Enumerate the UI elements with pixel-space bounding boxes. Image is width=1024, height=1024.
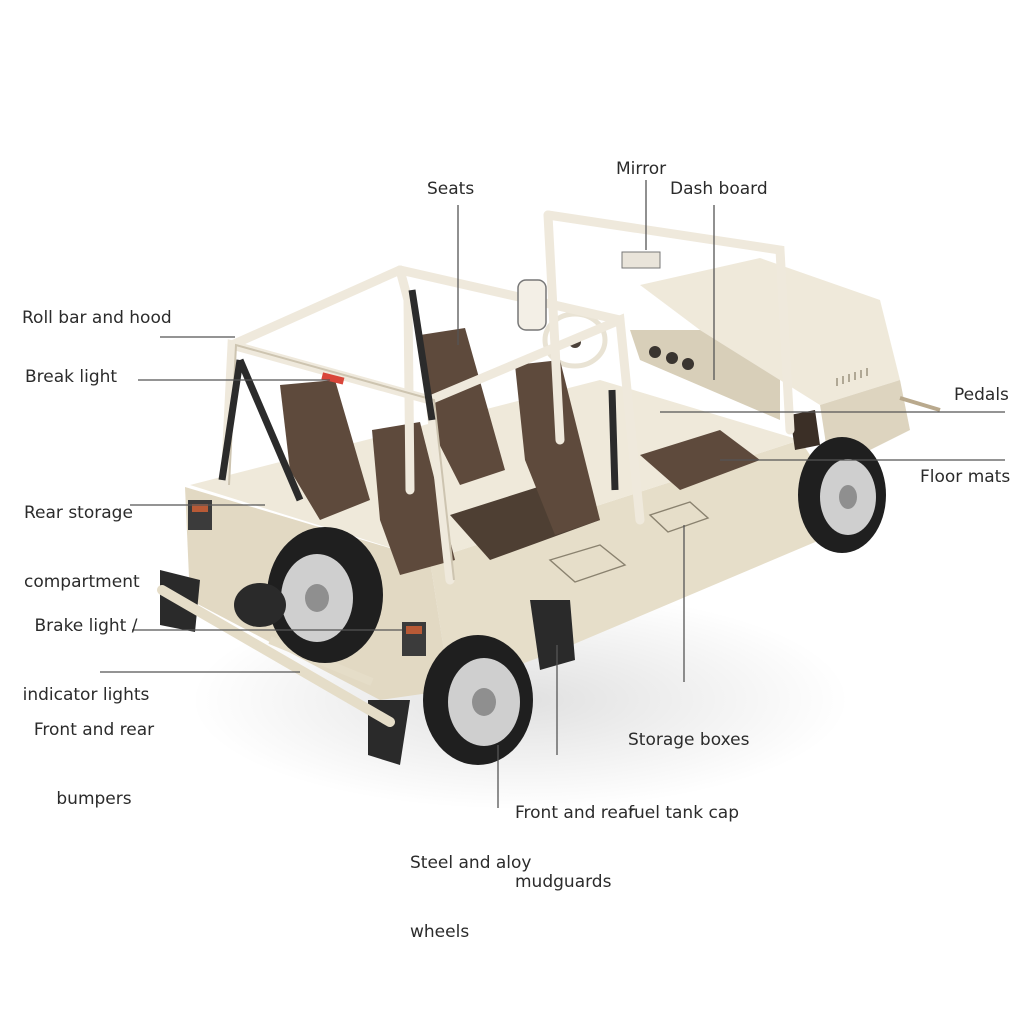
label-wheels: Steel and aloy wheels [410, 806, 532, 990]
label-storage-line1: Storage boxes [628, 730, 750, 750]
label-storage-line2: fuel tank cap [628, 803, 740, 823]
label-rear-storage-line1: Rear storage [24, 503, 133, 523]
seats [280, 328, 600, 575]
label-mudguards-line2: mudguards [515, 872, 612, 892]
label-storage-boxes: Storage boxes fuel tank cap [628, 683, 749, 871]
wheels [234, 437, 886, 765]
label-rear-storage-line2: compartment [24, 572, 140, 592]
label-dash-board: Dash board [670, 179, 768, 199]
label-seats: Seats [427, 179, 475, 199]
label-brake-indicator-line2: indicator lights [22, 685, 150, 705]
label-rear-storage: Rear storage compartment [24, 456, 140, 640]
label-bumpers-line1: Front and rear [33, 720, 155, 740]
label-break-light: Break light [25, 367, 118, 387]
label-bumpers: Front and rear bumpers [30, 673, 158, 857]
label-floor-mats: Floor mats [920, 467, 1011, 487]
label-mirror: Mirror [616, 159, 667, 179]
label-mudguards: Front and rear mudguards [515, 756, 635, 940]
label-pedals: Pedals [954, 385, 1009, 405]
label-wheels-line1: Steel and aloy [410, 853, 532, 873]
leader-lines [100, 180, 1005, 808]
label-brake-indicator: Brake light / indicator lights [20, 569, 152, 753]
label-bumpers-line2: bumpers [56, 789, 132, 809]
label-wheels-line2: wheels [410, 922, 470, 942]
label-brake-indicator-line1: Brake light / [34, 616, 138, 636]
label-mudguards-line1: Front and rear [515, 803, 636, 823]
label-roll-bar: Roll bar and hood [22, 308, 172, 328]
